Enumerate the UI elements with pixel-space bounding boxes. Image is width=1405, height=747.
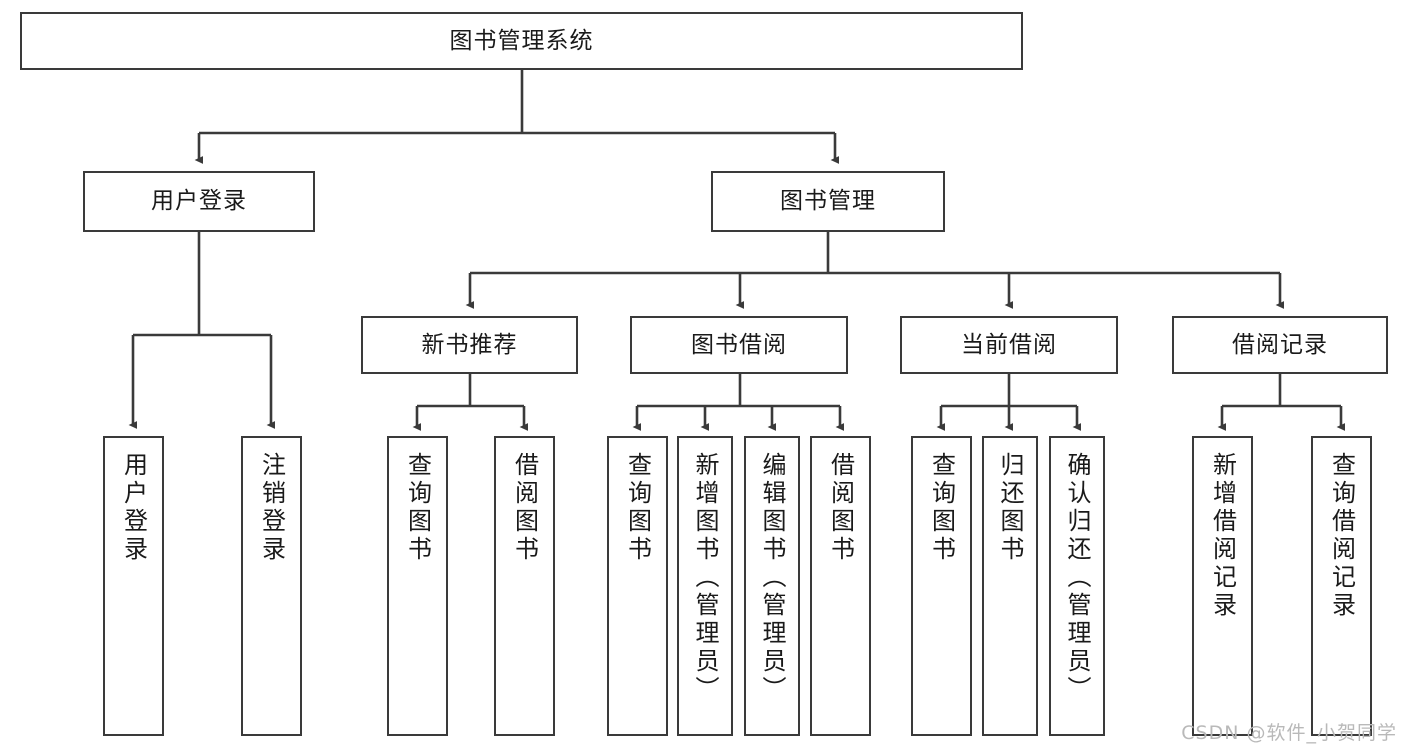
- node-new-book-recommendation[interactable]: 新书推荐: [361, 316, 578, 374]
- node-label: 查询借阅记录: [1327, 452, 1356, 620]
- node-label: 确认归还（管理员）: [1063, 452, 1091, 704]
- node-label: 查询图书: [403, 452, 432, 564]
- leaf-confirm-return-admin[interactable]: 确认归还（管理员）: [1049, 436, 1105, 736]
- leaf-query-borrow-record[interactable]: 查询借阅记录: [1311, 436, 1372, 736]
- leaf-borrow-books-borrow[interactable]: 借阅图书: [810, 436, 871, 736]
- leaf-add-borrow-record[interactable]: 新增借阅记录: [1192, 436, 1253, 736]
- node-label: 查询图书: [927, 452, 956, 564]
- node-current-borrow[interactable]: 当前借阅: [900, 316, 1118, 374]
- node-label: 查询图书: [623, 452, 652, 564]
- node-label: 新书推荐: [421, 331, 518, 358]
- node-label: 借阅图书: [826, 452, 855, 564]
- node-label: 借阅记录: [1232, 331, 1328, 358]
- node-label: 图书借阅: [691, 331, 787, 358]
- node-label: 新增图书（管理员）: [691, 452, 719, 704]
- node-book-borrow[interactable]: 图书借阅: [630, 316, 848, 374]
- leaf-borrow-books-recommendation[interactable]: 借阅图书: [494, 436, 555, 736]
- leaf-query-books-borrow[interactable]: 查询图书: [607, 436, 668, 736]
- node-label: 用户登录: [151, 188, 247, 215]
- leaf-user-login[interactable]: 用户登录: [103, 436, 164, 736]
- leaf-edit-book-admin[interactable]: 编辑图书（管理员）: [744, 436, 800, 736]
- leaf-return-books[interactable]: 归还图书: [982, 436, 1038, 736]
- node-book-management[interactable]: 图书管理: [711, 171, 945, 232]
- node-label: 图书管理: [780, 188, 876, 215]
- node-root-book-management-system[interactable]: 图书管理系统: [20, 12, 1023, 70]
- node-label: 当前借阅: [961, 331, 1057, 358]
- node-label: 新增借阅记录: [1208, 452, 1237, 620]
- node-label: 注销登录: [257, 452, 286, 564]
- leaf-query-books-recommendation[interactable]: 查询图书: [387, 436, 448, 736]
- node-label: 编辑图书（管理员）: [758, 452, 786, 704]
- node-label: 图书管理系统: [449, 27, 594, 54]
- node-label: 借阅图书: [510, 452, 539, 564]
- leaf-query-books-current[interactable]: 查询图书: [911, 436, 972, 736]
- csdn-watermark: CSDN @软件_小贺同学: [1181, 722, 1397, 744]
- leaf-add-book-admin[interactable]: 新增图书（管理员）: [677, 436, 733, 736]
- node-borrow-records[interactable]: 借阅记录: [1172, 316, 1388, 374]
- node-label: 归还图书: [996, 452, 1024, 564]
- node-user-login[interactable]: 用户登录: [83, 171, 315, 232]
- leaf-logout[interactable]: 注销登录: [241, 436, 302, 736]
- node-label: 用户登录: [119, 452, 148, 564]
